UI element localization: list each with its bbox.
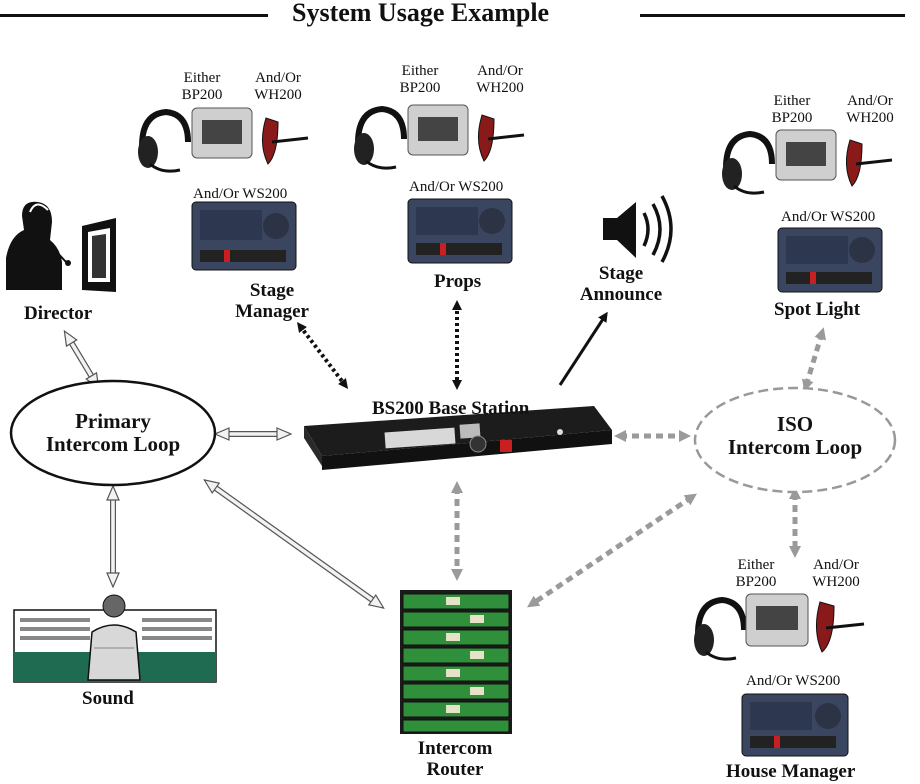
house-manager-equipment — [694, 593, 865, 757]
spot-light-label: Spot Light — [774, 299, 861, 320]
spot-light-equipment — [722, 129, 893, 293]
director-icon — [6, 201, 116, 292]
hm-ws200-label: And/Or WS200 — [746, 673, 841, 689]
intercom-router-label: Intercom Router — [417, 738, 493, 780]
primary-loop-label: Primary Intercom Loop — [45, 409, 181, 456]
speaker-icon — [603, 195, 673, 263]
primary-loop-ellipse — [9, 379, 217, 487]
sound-label: Sound — [82, 688, 134, 709]
props-equipment — [354, 104, 525, 264]
link-iso-router — [527, 493, 697, 608]
link-stage-manager-base — [296, 322, 349, 389]
title-rule-right — [640, 14, 905, 17]
props-label: Props — [434, 271, 482, 292]
sm-ws200-label: And/Or WS200 — [193, 186, 288, 202]
link-spotlight-iso — [801, 327, 827, 392]
stage-announce-label: Stage Announce — [579, 263, 663, 305]
iso-loop-ellipse — [693, 386, 897, 494]
base-station-label: BS200 Base Station — [372, 398, 530, 419]
link-base-stage-announce — [558, 311, 608, 386]
stage-manager-equipment — [138, 107, 309, 271]
stage-manager-label: Stage Manager — [235, 280, 309, 322]
intercom-router-device — [400, 590, 512, 734]
spot-ws200-label: And/Or WS200 — [781, 209, 876, 225]
sound-console-icon — [13, 594, 217, 683]
iso-loop-label: ISO Intercom Loop — [727, 412, 863, 459]
page-title: System Usage Example — [292, 0, 550, 27]
director-label: Director — [24, 303, 93, 324]
house-manager-label: House Manager — [726, 761, 856, 782]
base-station-device — [304, 406, 612, 470]
title-rule-left — [0, 14, 268, 17]
props-ws200-label: And/Or WS200 — [409, 179, 504, 195]
